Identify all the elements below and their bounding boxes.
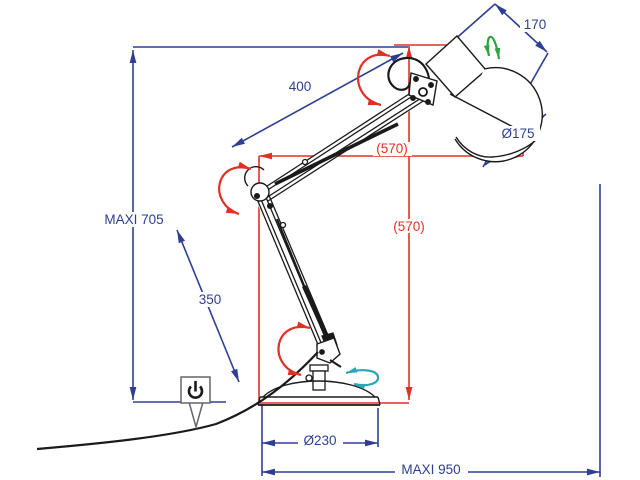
- power-switch-callout: [180, 376, 211, 430]
- stem-flange: [309, 364, 329, 372]
- arm-strut-line: [265, 92, 430, 199]
- lamp-drawing: [36, 34, 543, 451]
- lamp-shade-mouth: [455, 136, 537, 158]
- label-bg: [298, 433, 343, 448]
- arm-bolt: [279, 221, 287, 229]
- arm-strut-line: [259, 196, 323, 346]
- power-cable: [36, 351, 319, 451]
- shade-diameter-label: Ø175: [501, 126, 534, 141]
- arm-bolt: [301, 158, 309, 166]
- power-icon: [187, 381, 204, 399]
- label-bg: [373, 142, 412, 156]
- rotation-arrow-head-joint: [357, 49, 391, 107]
- elbow-bolt: [266, 202, 274, 210]
- bracket-bolt: [413, 76, 419, 82]
- power-icon-arc: [187, 385, 204, 399]
- label-bg: [286, 79, 314, 94]
- label-bg: [496, 126, 540, 141]
- bracket-bolt: [410, 95, 416, 101]
- rotation-arrow-head-swivel: [483, 35, 501, 60]
- label-bg: [102, 212, 167, 227]
- base-hinge: [329, 359, 342, 368]
- rotation-arrow-elbow: [218, 161, 252, 216]
- upper-arm-body: [259, 85, 432, 202]
- lower-arm-body: [256, 195, 332, 349]
- reach-vertical-label: (570): [393, 219, 425, 234]
- base-diameter-label: Ø230: [303, 433, 336, 448]
- bracket-bolt: [428, 82, 434, 88]
- base-bracket: [316, 337, 341, 364]
- max-height-label: MAXI 705: [104, 212, 163, 227]
- base-bracket-bolt: [319, 349, 325, 355]
- dimension-labels: MAXI 705 400 170 Ø175 (570) (570) 350 Ø2…: [102, 17, 550, 477]
- upper-arm-spring-rod: [274, 122, 399, 186]
- label-bg: [390, 219, 429, 233]
- arm-strut-line: [256, 198, 320, 348]
- bracket-pivot: [418, 87, 428, 97]
- elbow-joint: [250, 182, 270, 202]
- base-edge: [377, 396, 381, 406]
- arm-strut-line: [260, 84, 424, 191]
- lower-arm-length-label: 350: [199, 292, 222, 307]
- max-reach-label: MAXI 950: [401, 462, 460, 477]
- label-bg: [520, 17, 550, 32]
- rotation-arrow-base-joint: [277, 321, 311, 377]
- upper-arm-length-label: 400: [289, 79, 312, 94]
- elbow-bolt: [253, 192, 261, 200]
- rotation-arrow-base-swivel: [345, 366, 380, 390]
- head-length-label: 170: [524, 17, 547, 32]
- reach-horizontal-label: (570): [376, 141, 408, 156]
- rotation-arrows: [218, 35, 501, 390]
- label-bg: [395, 462, 468, 477]
- stem-knob: [305, 374, 313, 382]
- label-bg: [196, 292, 224, 307]
- bracket-bolt: [425, 99, 431, 105]
- lower-arm-spring-rod: [276, 218, 306, 289]
- blue-dimension-lines: [129, 3, 601, 477]
- callout-pointer: [188, 401, 204, 430]
